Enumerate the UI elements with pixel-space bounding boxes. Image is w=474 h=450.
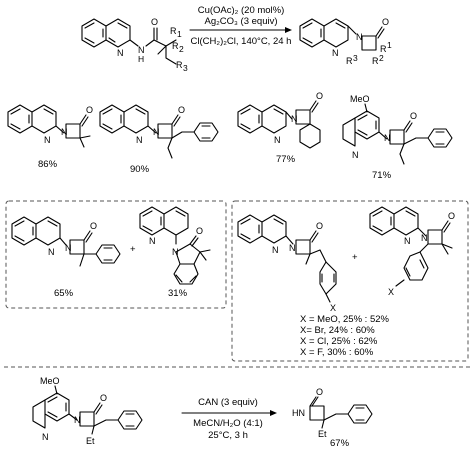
- p3-n-quin: N: [274, 135, 281, 145]
- p-r1-sub: 1: [387, 40, 392, 50]
- result-meo: X = MeO, 25% : 52%: [300, 314, 390, 325]
- p4-o: O: [410, 111, 417, 121]
- br-b-n-lactam: N: [421, 233, 428, 243]
- p4-n-quin: N: [352, 150, 359, 160]
- p1-n-quin: N: [44, 135, 51, 145]
- result-f: X = F, 30% : 60%: [300, 347, 374, 358]
- br-a-x: X: [330, 303, 336, 313]
- p-r3: R: [346, 56, 353, 66]
- bottom-sm: MeO N N O Et: [32, 376, 143, 446]
- bl-a-n-quin: N: [48, 247, 55, 257]
- amide-h: H: [138, 54, 144, 64]
- bottom-et: Et: [86, 436, 95, 446]
- br-b-n-quin: N: [404, 236, 411, 246]
- quinoline-n: N: [117, 48, 124, 58]
- br-b-x: X: [388, 287, 394, 297]
- r3-label: R: [176, 60, 183, 70]
- r1-label: R: [170, 26, 177, 36]
- bottom-arrow: CAN (3 equiv) MeCN/H₂O (4:1) 25°C, 3 h: [181, 397, 277, 441]
- box-left-product-b: N N O 31%: [139, 206, 211, 299]
- p3-n-lactam: N: [291, 114, 298, 124]
- p2-n-lactam: N: [153, 127, 160, 137]
- product-90: N N O 90%: [99, 104, 219, 175]
- bottom-n-quin: N: [42, 432, 49, 442]
- bottom-product: HN O Et 67%: [292, 387, 373, 449]
- yield-71: 71%: [372, 170, 392, 181]
- product-o: O: [382, 17, 389, 27]
- br-a-o: O: [316, 221, 323, 231]
- bottom-o: O: [100, 393, 107, 403]
- br-b-o: O: [448, 211, 455, 221]
- p-r2-sub: 2: [379, 53, 384, 63]
- p-r2: R: [372, 56, 379, 66]
- p2-o: O: [178, 105, 185, 115]
- bottom-cond-3: 25°C, 3 h: [208, 430, 248, 441]
- box-left-plus: +: [130, 244, 136, 255]
- condition-2: Ag₂CO₃ (3 equiv): [204, 16, 277, 27]
- br-a-n-quin: N: [272, 245, 279, 255]
- yield-77: 77%: [276, 154, 296, 165]
- p1-n-lactam: N: [61, 127, 68, 137]
- product-86: N N O 86%: [7, 104, 93, 170]
- r3-sub: 3: [183, 63, 188, 73]
- amide-n: N: [138, 45, 145, 55]
- bl-b-n-lactam: N: [172, 247, 179, 257]
- p4-ome: MeO: [350, 94, 370, 104]
- box-right: [231, 200, 469, 362]
- product-71: MeO N N O 71%: [342, 94, 453, 181]
- condition-3: Cl(CH₂)₂Cl, 140°C, 24 h: [191, 36, 292, 47]
- bottom-ome: MeO: [40, 376, 60, 386]
- product-quinoline-n: N: [332, 48, 339, 58]
- bottom-cond-1: CAN (3 equiv): [198, 397, 258, 408]
- product-77: N N O 77%: [237, 91, 323, 165]
- yield-90: 90%: [130, 164, 150, 175]
- yield-65: 65%: [54, 288, 74, 299]
- result-cl: X = Cl, 25% : 62%: [300, 336, 378, 347]
- product-lactam-n: N: [356, 32, 363, 42]
- result-br: X= Br, 24% : 60%: [300, 325, 375, 336]
- bottom-prod-et: Et: [318, 429, 327, 439]
- box-right-product-a: N N O X: [237, 214, 337, 313]
- top-arrow: Cu(OAc)₂ (20 mol%) Ag₂CO₃ (3 equiv) Cl(C…: [189, 5, 292, 47]
- bottom-n-lactam: N: [74, 415, 81, 425]
- yield-31: 31%: [168, 288, 188, 299]
- bl-b-n-quin: N: [149, 236, 156, 246]
- p3-o: O: [316, 91, 323, 101]
- r1-sub: 1: [177, 29, 182, 39]
- yield-86: 86%: [38, 159, 58, 170]
- yield-67: 67%: [330, 438, 350, 449]
- br-a-n-lactam: N: [289, 243, 296, 253]
- p-r3-sub: 3: [353, 53, 358, 63]
- top-product: N N O R 1 R 2 R 3: [299, 17, 392, 66]
- p2-n-quin: N: [136, 135, 143, 145]
- bl-a-o: O: [90, 221, 97, 231]
- starting-material: N N H O R 1 R 2 R 3: [81, 17, 188, 73]
- r2-sub: 2: [179, 44, 184, 54]
- box-right-plus: +: [352, 252, 358, 263]
- p-r1: R: [380, 44, 387, 54]
- bl-b-o: O: [196, 226, 203, 236]
- box-right-product-b: N N O X: [369, 206, 455, 297]
- condition-1: Cu(OAc)₂ (20 mol%): [198, 5, 285, 16]
- bottom-prod-o: O: [316, 387, 323, 397]
- p1-o: O: [86, 105, 93, 115]
- box-left: [5, 200, 227, 309]
- bottom-cond-2: MeCN/H₂O (4:1): [193, 418, 263, 429]
- p4-n-lactam: N: [384, 133, 391, 143]
- r2-label: R: [172, 41, 179, 51]
- box-left-product-a: N N O 65%: [11, 216, 121, 299]
- carbonyl-o: O: [151, 17, 158, 27]
- bl-a-n-lactam: N: [65, 243, 72, 253]
- bottom-hn: HN: [292, 408, 305, 418]
